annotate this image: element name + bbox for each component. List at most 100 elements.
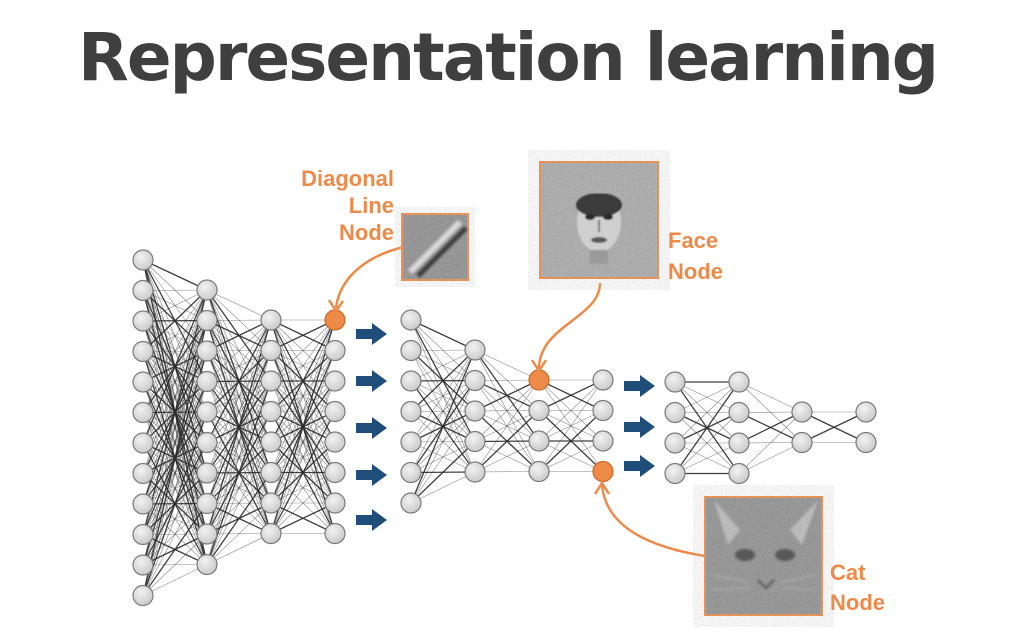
network-edge xyxy=(142,350,208,596)
network-edge xyxy=(474,379,540,381)
network-edge xyxy=(142,411,208,596)
network-edge xyxy=(206,472,272,565)
network-edge xyxy=(270,380,336,534)
network-node xyxy=(324,431,346,453)
network-edge xyxy=(142,289,208,535)
network-edge xyxy=(206,441,272,565)
network-edge xyxy=(410,410,476,504)
network-edge xyxy=(206,319,272,413)
network-edge xyxy=(410,349,476,504)
network-edge xyxy=(142,442,208,596)
network-edge xyxy=(206,380,272,565)
network-node xyxy=(260,461,282,484)
network-node xyxy=(664,371,686,393)
network-edge xyxy=(538,379,604,442)
right-arrow-icon xyxy=(356,464,387,486)
network-edge xyxy=(738,381,803,413)
network-node xyxy=(728,432,750,454)
network-edge xyxy=(410,319,476,351)
label-line: Node xyxy=(668,259,723,284)
network-node xyxy=(464,430,486,453)
network-node xyxy=(728,462,750,485)
network-edge xyxy=(206,319,272,565)
network-edge xyxy=(474,379,540,442)
cat-callout-connector xyxy=(600,484,706,558)
label-line: Node xyxy=(830,590,885,615)
network-edge xyxy=(410,471,476,504)
network-node xyxy=(324,461,346,484)
network-node xyxy=(324,339,346,362)
network-edge xyxy=(674,381,740,474)
network-edge xyxy=(738,411,803,444)
network-edge xyxy=(674,442,740,474)
network-node xyxy=(196,553,218,576)
network-node xyxy=(196,401,218,423)
network-edge xyxy=(270,319,336,352)
network-edge xyxy=(270,319,336,443)
network-node xyxy=(400,492,422,514)
network-node xyxy=(196,523,218,545)
right-arrow-icon xyxy=(356,323,387,345)
network-edge xyxy=(142,289,208,505)
network-edge xyxy=(474,349,540,381)
network-edge xyxy=(142,381,208,596)
network-node xyxy=(464,400,486,422)
label-line: Diagonal xyxy=(301,166,394,191)
network-edge xyxy=(142,289,208,322)
face-callout-connector xyxy=(537,282,602,369)
network-edge xyxy=(142,289,208,474)
network-edge xyxy=(142,564,208,596)
network-node xyxy=(528,399,550,422)
right-arrow-icon xyxy=(624,375,655,397)
network-edge xyxy=(206,411,272,565)
network-node xyxy=(324,492,346,514)
network-node xyxy=(728,401,750,424)
flow-arrows xyxy=(356,323,655,531)
network-node xyxy=(132,310,154,332)
network-node xyxy=(132,371,154,393)
network-edge xyxy=(206,350,272,565)
label-line: Cat xyxy=(830,560,866,585)
network-edge xyxy=(206,319,272,352)
diagonal-callout-connector xyxy=(334,245,405,309)
network-edge xyxy=(142,289,208,383)
network-edge xyxy=(538,440,604,472)
network-node xyxy=(464,369,486,392)
network-node xyxy=(528,460,550,483)
network-node xyxy=(464,339,486,361)
cat-callout-arrowhead xyxy=(593,480,611,495)
network-edge xyxy=(270,411,336,534)
network-node xyxy=(260,522,282,545)
network-edge xyxy=(474,471,540,473)
face-callout-arrowhead xyxy=(530,359,548,374)
face-feature-image xyxy=(539,161,659,279)
network-edge xyxy=(142,259,208,291)
network-node xyxy=(528,430,550,452)
network-node xyxy=(324,522,346,545)
network-node xyxy=(400,339,422,362)
network-node xyxy=(260,309,282,331)
diagonal-line-node xyxy=(324,309,346,331)
right-arrow-icon xyxy=(356,509,387,531)
network-node xyxy=(132,249,154,271)
network-edge xyxy=(142,289,208,596)
network-edge xyxy=(270,472,336,534)
network-node xyxy=(132,554,154,576)
slide-title: Representation learning xyxy=(78,19,939,96)
network-node xyxy=(664,432,686,454)
network-node xyxy=(196,462,218,484)
network-edge xyxy=(206,319,272,321)
network-node xyxy=(400,400,422,423)
network-node xyxy=(464,461,486,483)
label-line: Line xyxy=(349,193,394,218)
network-node xyxy=(791,401,813,423)
network-node xyxy=(324,400,346,423)
right-arrow-icon xyxy=(624,455,655,477)
label-line: Node xyxy=(339,220,394,245)
network-node xyxy=(324,370,346,392)
network-edge xyxy=(270,319,336,412)
network-node xyxy=(260,400,282,423)
network-node xyxy=(132,462,154,485)
network-node xyxy=(592,369,614,391)
